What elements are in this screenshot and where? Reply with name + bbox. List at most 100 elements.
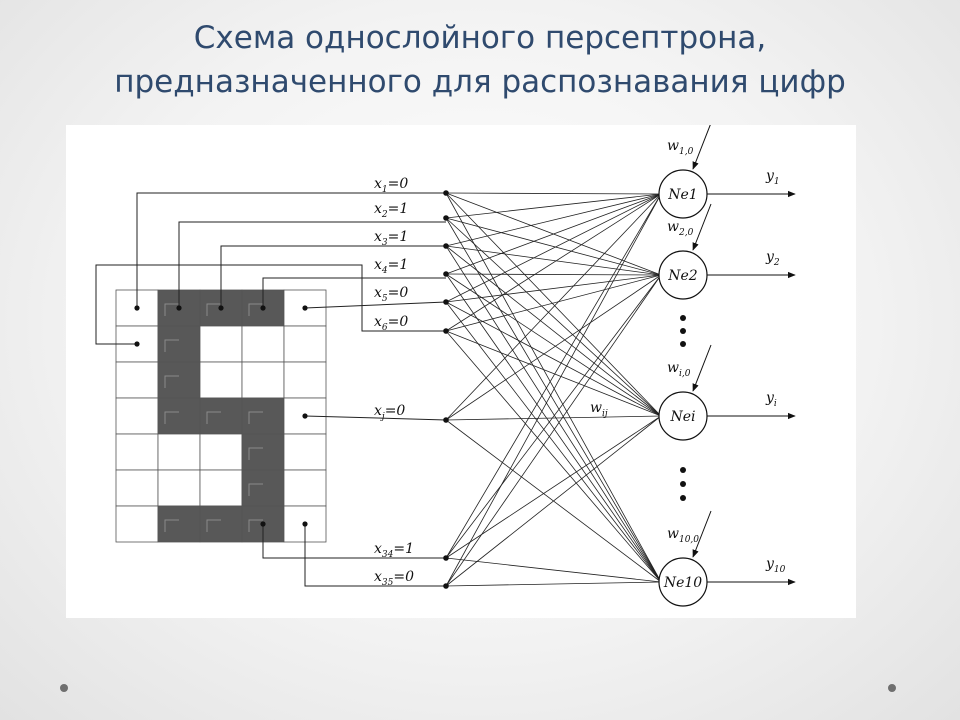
weight-connection	[445, 415, 662, 421]
input-wire	[178, 221, 446, 308]
var-subscript: 10,0	[679, 535, 699, 545]
input-wire	[304, 524, 446, 587]
grid-cell	[157, 469, 201, 507]
input-label: x1=0	[374, 176, 408, 195]
digit-grid	[115, 289, 327, 543]
grid-cell	[241, 325, 285, 363]
grid-cell	[157, 361, 201, 399]
weight-connection	[445, 273, 662, 417]
ellipsis-dot	[680, 481, 686, 487]
grid-cell	[115, 505, 159, 543]
pixel-tap-dot	[260, 305, 266, 311]
weight-connection	[445, 274, 662, 559]
pixel-tap-dot	[176, 305, 182, 311]
input-label: x2=1	[374, 201, 408, 220]
neuron-label: Ne2	[667, 268, 698, 284]
grid-cell	[241, 433, 285, 471]
input-wire	[262, 524, 446, 559]
input-wire	[262, 277, 446, 308]
cell-bevel	[206, 519, 221, 532]
output-label: y2	[765, 249, 780, 268]
bias-label: w1,0	[667, 138, 694, 157]
input-node	[443, 215, 449, 221]
weight-connection	[445, 581, 662, 587]
input-node	[443, 243, 449, 249]
weight-connection	[445, 274, 662, 332]
input-node	[443, 328, 449, 334]
grid-cell	[115, 361, 159, 399]
ellipsis-dot	[680, 467, 686, 473]
var-value: =1	[388, 201, 409, 217]
pixel-tap-dot	[260, 521, 266, 527]
grid-cell	[283, 469, 327, 507]
input-label: x4=1	[374, 257, 408, 276]
grid-cell	[199, 397, 243, 435]
var-symbol: w	[667, 138, 679, 154]
cell-bevel	[164, 303, 179, 316]
input-label: x3=1	[374, 229, 408, 248]
var-value: =0	[385, 403, 406, 419]
connection-lines	[445, 192, 662, 587]
grid-cell	[283, 361, 327, 399]
weight-connection	[445, 217, 662, 583]
input-node	[443, 583, 449, 589]
input-wire	[95, 264, 446, 345]
weight-connection	[445, 301, 662, 583]
ellipsis-dot	[680, 328, 686, 334]
var-value: =0	[388, 314, 409, 330]
var-subscript: 2,0	[678, 228, 694, 238]
weight-connection	[445, 274, 662, 587]
weight-connection	[445, 301, 662, 417]
grid-cell	[157, 433, 201, 471]
input-wire	[220, 245, 446, 308]
grid-cell	[199, 505, 243, 543]
pixel-tap-dot	[134, 341, 140, 347]
cell-bevel	[248, 483, 263, 496]
var-symbol: w	[590, 400, 602, 416]
var-value: =1	[388, 229, 409, 245]
input-node	[443, 299, 449, 305]
var-symbol: w	[667, 360, 679, 376]
input-label: x5=0	[374, 285, 408, 304]
var-subscript: 1,0	[679, 147, 694, 157]
slide-dot-right	[888, 684, 896, 692]
grid-cell	[157, 397, 201, 435]
var-subscript: 6	[382, 323, 388, 333]
var-symbol: y	[765, 556, 775, 572]
grid-cell	[199, 469, 243, 507]
neuron-label: Ne1	[667, 187, 697, 203]
var-value: =1	[393, 541, 414, 557]
var-subscript: j	[380, 412, 385, 422]
var-symbol: y	[765, 168, 775, 184]
input-node	[443, 271, 449, 277]
slide-title: Схема однослойного персептрона, предназн…	[0, 16, 960, 104]
var-subscript: 1	[382, 185, 388, 195]
bias-arrow	[692, 122, 712, 170]
weight-connection	[445, 193, 662, 559]
weight-connection	[445, 245, 662, 276]
weight-connection	[445, 193, 662, 587]
weight-connection	[445, 415, 662, 587]
cell-bevel	[248, 411, 263, 424]
grid-cell	[115, 469, 159, 507]
input-wires	[95, 192, 447, 587]
var-subscript: ij	[602, 409, 608, 419]
weight-connection	[445, 192, 662, 195]
weight-connection	[445, 217, 662, 276]
ellipsis-dot	[680, 315, 686, 321]
input-label: xj=0	[374, 403, 405, 422]
grid-cell	[157, 325, 201, 363]
input-wire	[304, 301, 447, 309]
var-value: =0	[393, 569, 414, 585]
weight-connection	[445, 193, 662, 303]
var-subscript: i,0	[679, 369, 691, 379]
var-symbol: x	[374, 569, 382, 585]
var-subscript: 2	[381, 210, 388, 220]
input-node	[443, 417, 449, 423]
weight-connection	[445, 193, 662, 275]
var-subscript: 4	[381, 266, 388, 276]
grid-cell	[283, 433, 327, 471]
var-symbol: x	[374, 541, 382, 557]
output-label: y1	[765, 168, 780, 187]
